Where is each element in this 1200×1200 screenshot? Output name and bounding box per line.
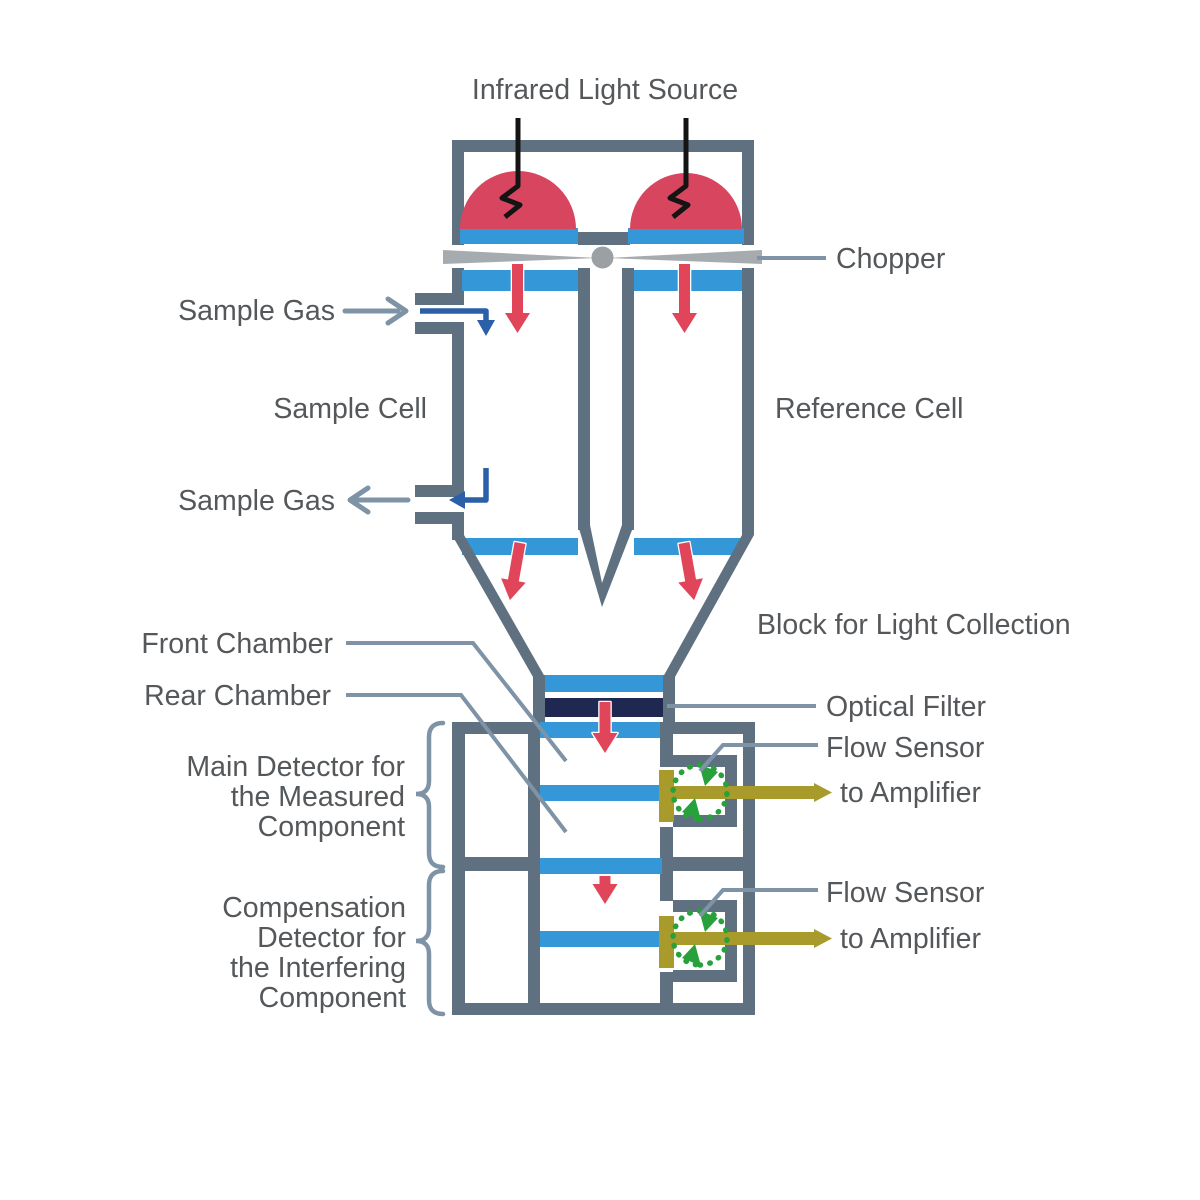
beam-arrow-funnel-left bbox=[499, 540, 528, 602]
filament-left bbox=[499, 118, 523, 219]
label-compensation-detector: Compensation Detector for the Interferin… bbox=[222, 892, 406, 1014]
svg-text:Component: Component bbox=[259, 982, 406, 1014]
source-window-right bbox=[628, 228, 744, 244]
compensation-detector-absorber bbox=[540, 931, 662, 947]
label-main-detector: Main Detector for the Measured Component bbox=[186, 751, 405, 843]
right-section-divider bbox=[660, 857, 743, 871]
infrared-source-right bbox=[630, 173, 742, 229]
beam-arrow-compensation bbox=[591, 874, 619, 906]
svg-text:Compensation: Compensation bbox=[222, 892, 406, 924]
label-sample-cell: Sample Cell bbox=[273, 393, 427, 425]
gas-inlet-flow-arrow bbox=[420, 308, 495, 336]
beam-arrow-filter bbox=[591, 700, 619, 755]
main-detector-absorber bbox=[540, 785, 662, 801]
svg-text:the Measured: the Measured bbox=[231, 781, 405, 813]
svg-text:Component: Component bbox=[258, 811, 405, 843]
flow-sensor-bottom-leader bbox=[698, 888, 818, 918]
label-to-amplifier-bottom: to Amplifier bbox=[840, 923, 981, 955]
sample-gas-in-arrow bbox=[342, 296, 409, 326]
left-box-divider bbox=[452, 857, 540, 871]
ir-beam-arrows bbox=[499, 262, 705, 906]
to-amplifier-arrowhead-top bbox=[814, 783, 832, 802]
outlet-port-bottom bbox=[415, 512, 462, 524]
gas-outlet-flow-arrow bbox=[449, 468, 489, 509]
svg-text:Main Detector for: Main Detector for bbox=[186, 751, 405, 783]
label-chopper: Chopper bbox=[836, 243, 946, 275]
label-flow-sensor-top: Flow Sensor bbox=[826, 732, 985, 764]
light-source-housing bbox=[452, 118, 754, 245]
label-front-chamber: Front Chamber bbox=[141, 628, 333, 660]
outlet-port-top bbox=[415, 485, 462, 497]
label-optical-filter: Optical Filter bbox=[826, 691, 986, 723]
detector-block bbox=[452, 722, 755, 1015]
label-to-amplifier-top: to Amplifier bbox=[840, 777, 981, 809]
flow-sensor-top-assembly bbox=[659, 762, 832, 822]
filament-right bbox=[667, 118, 691, 219]
to-amplifier-arrowhead-bottom bbox=[814, 929, 832, 948]
label-flow-sensor-bottom: Flow Sensor bbox=[826, 877, 985, 909]
beam-arrow-reference-top bbox=[670, 262, 699, 335]
label-rear-chamber: Rear Chamber bbox=[144, 680, 331, 712]
chopper-blade-right bbox=[607, 250, 762, 264]
mid-detector-window bbox=[540, 858, 662, 874]
source-window-left bbox=[460, 228, 578, 244]
svg-text:Detector for: Detector for bbox=[257, 922, 406, 954]
sample-cell-structure bbox=[415, 268, 590, 555]
infrared-source-left bbox=[460, 171, 576, 229]
label-sample-gas-out: Sample Gas bbox=[178, 485, 335, 517]
compensation-detector-brace bbox=[415, 868, 446, 1017]
main-detector-brace bbox=[415, 720, 446, 870]
funnel-neck-window bbox=[545, 675, 663, 692]
flow-sensor-bottom-assembly bbox=[659, 908, 832, 968]
beam-arrow-funnel-right bbox=[676, 540, 705, 602]
label-infrared-light-source: Infrared Light Source bbox=[472, 74, 738, 106]
sample-gas-out-arrow bbox=[347, 485, 411, 515]
inlet-port-top bbox=[415, 293, 462, 305]
label-reference-cell: Reference Cell bbox=[775, 393, 964, 425]
front-chamber-leader bbox=[346, 641, 568, 763]
chopper-hub bbox=[591, 246, 614, 269]
svg-text:the Interfering: the Interfering bbox=[230, 952, 406, 984]
rear-chamber-leader bbox=[346, 693, 568, 834]
label-block-for-light-collection: Block for Light Collection bbox=[757, 609, 1071, 641]
label-sample-gas-in: Sample Gas bbox=[178, 295, 335, 327]
chopper-wheel bbox=[443, 246, 762, 269]
cell-divider-vee bbox=[578, 525, 634, 607]
light-collection-block bbox=[452, 525, 754, 722]
chopper-blade-left bbox=[443, 250, 598, 264]
beam-arrow-sample-top bbox=[503, 262, 532, 335]
inlet-port-bottom bbox=[415, 322, 462, 334]
flow-sensor-top-leader bbox=[698, 743, 818, 773]
